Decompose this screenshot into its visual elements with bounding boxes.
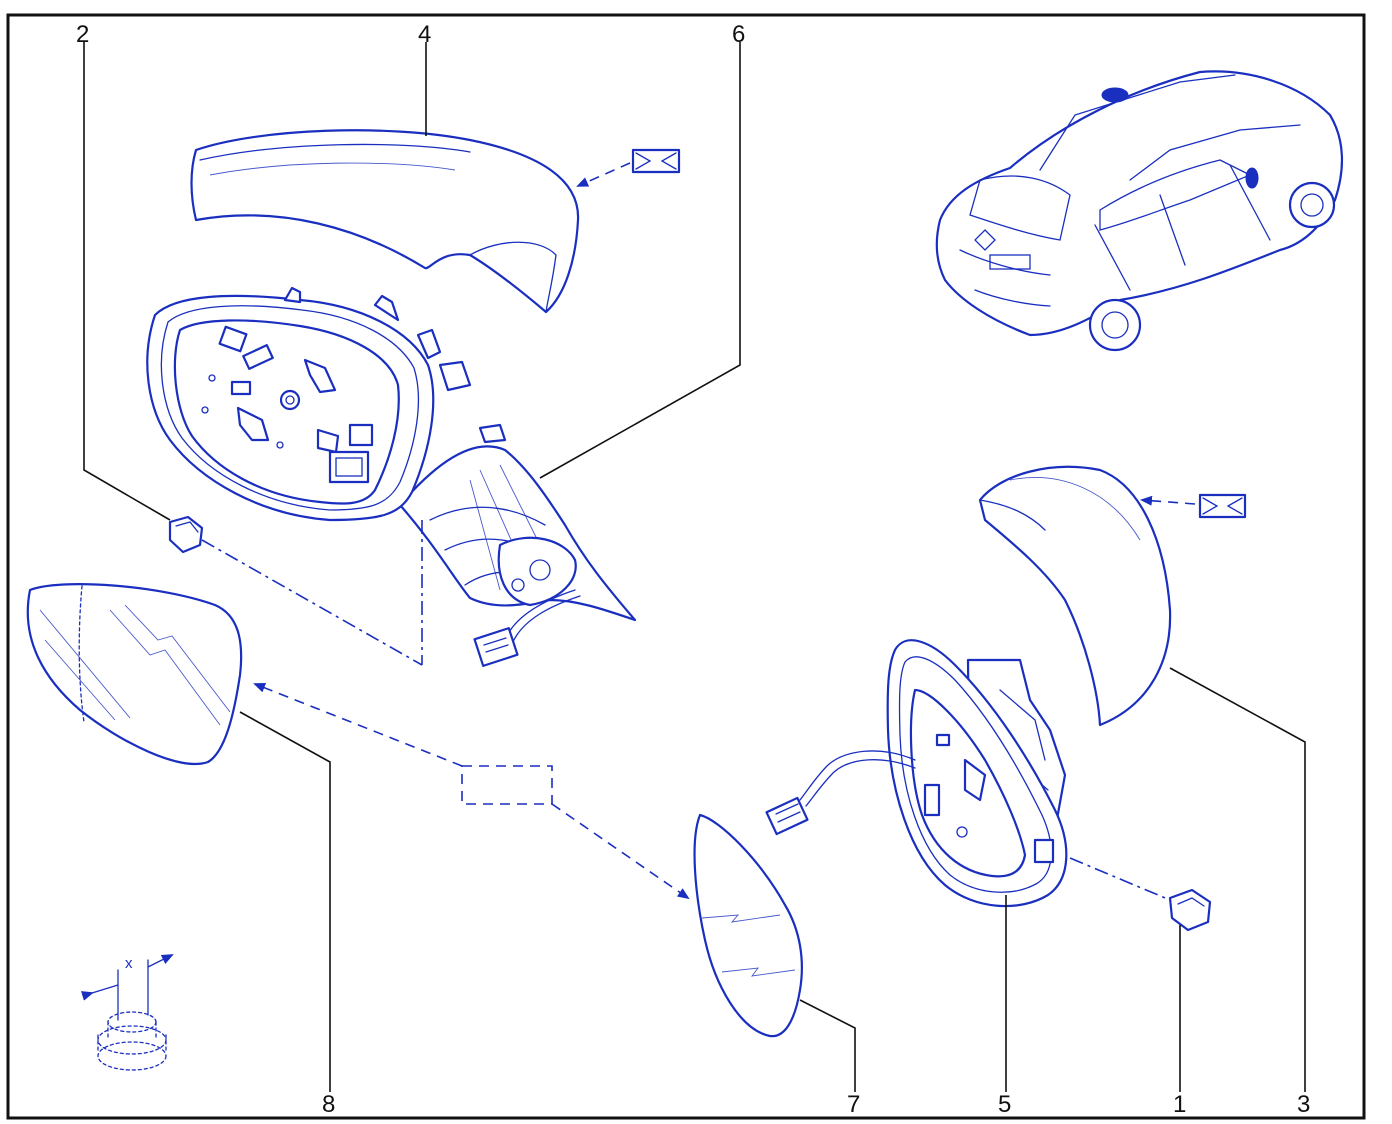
callout-8: 8	[322, 1091, 335, 1118]
assembly-box	[461, 765, 553, 805]
leader-7	[799, 999, 856, 1092]
callout-3: 3	[1297, 1091, 1310, 1118]
axis-line-1	[1069, 857, 1171, 901]
callout-7: 7	[847, 1091, 860, 1118]
clip-symbol-upper	[631, 148, 681, 174]
clip-symbol-right	[1198, 493, 1247, 519]
arrow-to-glass-right	[551, 803, 690, 900]
callout-2: 2	[76, 21, 89, 48]
clip-arrow-right	[1140, 495, 1196, 506]
axis-line-2	[201, 539, 423, 666]
dimension-x-label: x	[125, 955, 133, 972]
mirror-housing-right	[765, 639, 1068, 908]
callout-5: 5	[998, 1091, 1011, 1118]
mirror-glass-right	[693, 813, 803, 1038]
leader-6	[539, 42, 741, 479]
diagram-frame	[6, 13, 1366, 1120]
leader-8	[239, 711, 331, 1092]
leader-3	[1169, 667, 1306, 1092]
callout-6: 6	[732, 21, 745, 48]
mirror-glass-left	[26, 583, 243, 766]
mirror-housing-assembly	[146, 286, 637, 667]
dimension-detail: x	[80, 954, 174, 1071]
mirror-cap-upper	[190, 129, 580, 314]
leader-2	[83, 42, 171, 521]
callout-4: 4	[418, 21, 431, 48]
vehicle-rear-view	[935, 70, 1343, 352]
clip-arrow-upper	[576, 162, 631, 187]
nut-left	[168, 515, 204, 554]
arrow-to-glass-left	[253, 683, 463, 767]
nut-right	[1168, 888, 1212, 932]
mirror-cap-right	[978, 465, 1172, 727]
callout-1: 1	[1173, 1091, 1186, 1118]
